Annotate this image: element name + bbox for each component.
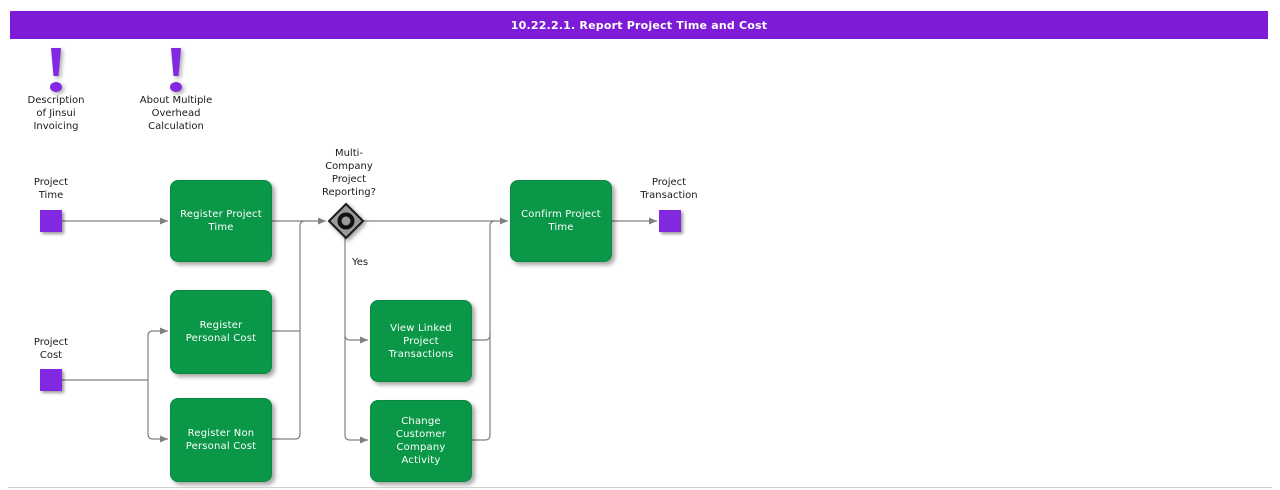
exclamation-icon[interactable]: [168, 48, 184, 94]
page-title: 10.22.2.1. Report Project Time and Cost: [510, 18, 768, 32]
bottom-divider: [8, 487, 1272, 488]
event-square-project-cost: [40, 369, 62, 391]
title-bar: 10.22.2.1. Report Project Time and Cost: [10, 11, 1268, 39]
process-view-linked-project-transactions[interactable]: View Linked Project Transactions: [370, 300, 472, 382]
process-register-personal-cost[interactable]: Register Personal Cost: [170, 290, 272, 374]
process-register-project-time[interactable]: Register Project Time: [170, 180, 272, 262]
event-label-project-transaction: Project Transaction: [640, 177, 698, 201]
event-square-project-time: [40, 210, 62, 232]
process-register-non-personal-cost[interactable]: Register Non Personal Cost: [170, 398, 272, 482]
decision-diamond: [327, 202, 365, 240]
decision-yes-label: Yes: [352, 257, 369, 268]
event-square-project-transaction: [659, 210, 681, 232]
exclamation-icon[interactable]: [48, 48, 64, 94]
annotation-label-overhead: About Multiple Overhead Calculation: [139, 95, 213, 132]
event-label-project-time: Project Time: [33, 177, 69, 201]
decision-label: Multi- Company Project Reporting?: [322, 148, 376, 198]
process-confirm-project-time[interactable]: Confirm Project Time: [510, 180, 612, 262]
event-label-project-cost: Project Cost: [33, 337, 69, 361]
process-change-customer-company-activity[interactable]: Change Customer Company Activity: [370, 400, 472, 482]
annotation-label-jinsui: Description of Jinsui Invoicing: [27, 95, 85, 132]
